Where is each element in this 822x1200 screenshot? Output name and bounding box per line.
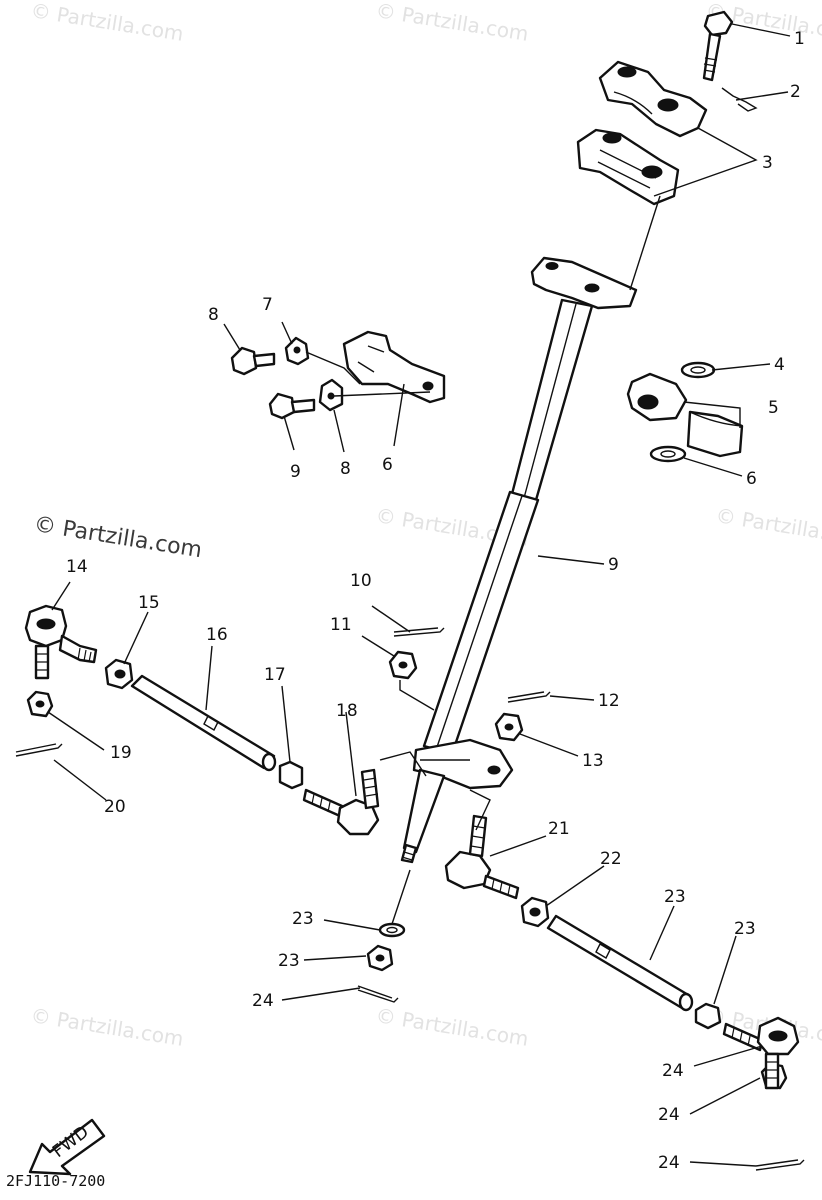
callout-6: 4 [774, 355, 785, 375]
diagram-code: 2FJ110-7200 [6, 1172, 105, 1190]
part-5-bushing-lower [686, 410, 744, 458]
callout-24: 10 [350, 571, 372, 591]
part-9-screw-lower [268, 392, 316, 420]
callout-5: 5 [768, 398, 779, 418]
callout-8: 7 [262, 295, 273, 315]
callout-21: 14 [66, 557, 88, 577]
part-6-washer-lower [649, 445, 687, 463]
callout-1: 9 [608, 555, 619, 575]
callout-18: 16 [206, 625, 228, 645]
callout-10: 23 [292, 909, 314, 929]
part-13-tie-rod [546, 914, 694, 1012]
part-22-locknut [104, 658, 134, 690]
part-12-cotter-pin [357, 985, 399, 1003]
callout-2: 3 [762, 153, 773, 173]
callout-24: 20 [104, 797, 126, 817]
part-23-nut-right [494, 712, 524, 742]
part-5-bushing-upper [626, 372, 688, 422]
part-16-tie-rod-end [722, 1016, 800, 1090]
callout-8: 8 [340, 459, 351, 479]
callout-7: 6 [382, 455, 393, 475]
part-19-tie-rod-end [302, 768, 380, 836]
part-9-screw-upper [230, 346, 276, 376]
callout-11: 23 [278, 951, 300, 971]
callout-19: 18 [336, 701, 358, 721]
callout-13: 23 [664, 887, 686, 907]
callout-6: 6 [746, 469, 757, 489]
callout-17: 23 [734, 919, 756, 939]
callout-22: 15 [138, 593, 160, 613]
part-24-cotter-pin-left [15, 743, 63, 757]
part-4-clip [721, 87, 758, 112]
callout-23: 11 [330, 615, 352, 635]
part-14-tie-rod-end [444, 814, 520, 900]
callout-14: 21 [548, 819, 570, 839]
part-2-holder-upper [598, 60, 708, 138]
part-21-tie-rod-end [24, 604, 98, 680]
callout-23: 13 [582, 751, 604, 771]
part-8-clamp-upper [284, 336, 310, 366]
part-2-holder-lower [576, 128, 680, 206]
part-17-locknut [694, 1002, 722, 1030]
callout-9: 8 [208, 305, 219, 325]
part-23-nut-left [26, 690, 54, 718]
part-6-washer-upper [680, 361, 716, 379]
callout-23: 24 [658, 1105, 680, 1125]
part-10-washer [378, 922, 406, 938]
callout-15: 22 [600, 849, 622, 869]
part-24-cotter-pin-bottom [755, 1159, 805, 1171]
part-1-steering-shaft [400, 256, 638, 864]
part-15-locknut [520, 896, 550, 928]
callout-4: 2 [790, 82, 801, 102]
part-11-nut [366, 944, 394, 972]
callout-24: 24 [658, 1153, 680, 1173]
leader-lines [47, 23, 791, 1167]
fwd-arrow-icon: FWD [28, 1118, 106, 1176]
callout-24: 12 [598, 691, 620, 711]
part-7-bracket [342, 330, 446, 404]
callout-20: 17 [264, 665, 286, 685]
callout-9: 9 [290, 462, 301, 482]
callout-16: 24 [662, 1061, 684, 1081]
part-8-clamp-lower [318, 378, 344, 412]
part-18-tie-rod [130, 674, 277, 772]
part-3-bolt [702, 10, 734, 82]
part-24-cotter-pin-center [393, 627, 445, 637]
part-24-cotter-pin-right [507, 691, 551, 703]
callout-23: 19 [110, 743, 132, 763]
part-20-locknut [278, 760, 304, 790]
callout-numbers: 1 2 3 4 5 6 6 7 8 8 9 9 10 11 12 13 14 1… [66, 29, 805, 1173]
callout-3: 1 [794, 29, 805, 49]
part-23-nut-center [388, 650, 418, 680]
callout-12: 24 [252, 991, 274, 1011]
